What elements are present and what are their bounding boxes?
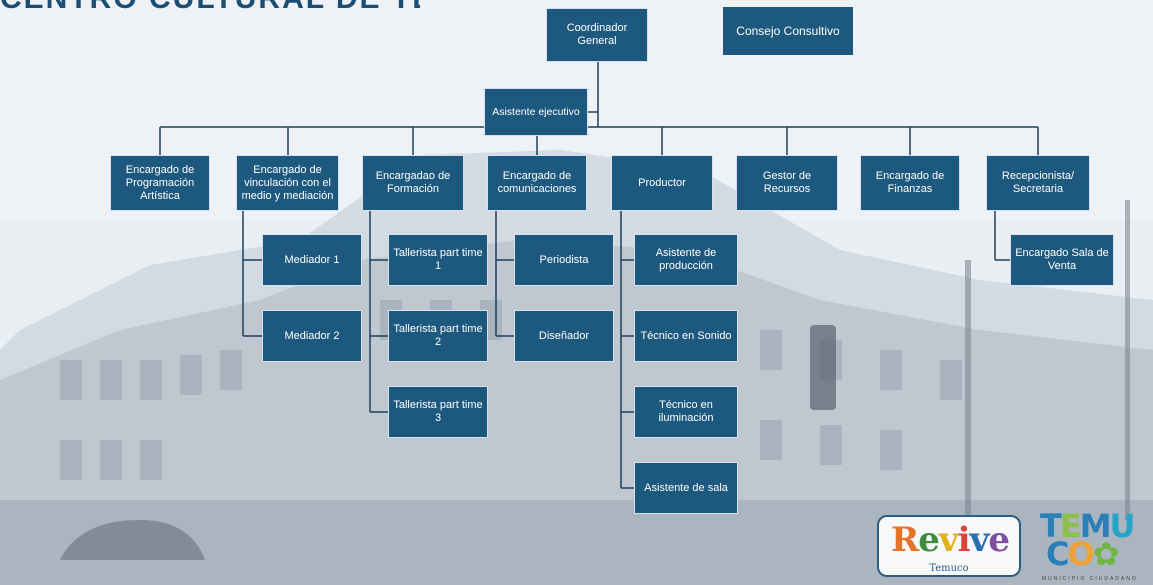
consejo-consultivo-box: Consejo Consultivo bbox=[723, 7, 853, 55]
head-gestor-recursos-box: Gestor de Recursos bbox=[736, 155, 838, 211]
temuco-logo-tagline: MUNICIPIO CIUDADANO bbox=[1042, 576, 1138, 582]
head-vinculacion-box: Encargado de vinculación con el medio y … bbox=[236, 155, 339, 211]
temuco-municipal-logo: TEMU CO✿ MUNICIPIO CIUDADANO bbox=[1034, 508, 1152, 585]
tallerista-3-box: Tallerista part time 3 bbox=[388, 386, 488, 438]
tecnico-iluminacion-box: Técnico en iluminación bbox=[634, 386, 738, 438]
asistente-produccion-box: Asistente de producción bbox=[634, 234, 738, 286]
head-productor-box: Productor bbox=[611, 155, 713, 211]
head-recepcion-box: Recepcionista/ Secretaria bbox=[986, 155, 1090, 211]
temuco-logo-line2: CO✿ bbox=[1046, 535, 1119, 573]
head-formacion-box: Encargadao de Formación bbox=[362, 155, 464, 211]
head-comunicaciones-box: Encargado de comunicaciones bbox=[487, 155, 587, 211]
head-programacion-box: Encargado de Programación Artística bbox=[110, 155, 210, 211]
revive-logo-sub: Temuco bbox=[929, 563, 969, 574]
encargado-sala-venta-box: Encargado Sala de Venta bbox=[1010, 234, 1114, 286]
asistente-sala-box: Asistente de sala bbox=[634, 462, 738, 514]
revive-logo-word: Revive bbox=[891, 520, 1010, 560]
temuco-logo-line1: TEMU bbox=[1040, 507, 1136, 545]
mediador-1-box: Mediador 1 bbox=[262, 234, 362, 286]
tecnico-sonido-box: Técnico en Sonido bbox=[634, 310, 738, 362]
mediador-2-box: Mediador 2 bbox=[262, 310, 362, 362]
periodista-box: Periodista bbox=[514, 234, 614, 286]
tallerista-2-box: Tallerista part time 2 bbox=[388, 310, 488, 362]
head-finanzas-box: Encargado de Finanzas bbox=[860, 155, 960, 211]
asistente-ejecutivo-box: Asistente ejecutivo bbox=[484, 88, 588, 136]
tallerista-1-box: Tallerista part time 1 bbox=[388, 234, 488, 286]
coordinador-general-box: Coordinador General bbox=[546, 8, 648, 62]
revive-temuco-logo: Revive Temuco bbox=[877, 515, 1021, 577]
disenador-box: Diseñador bbox=[514, 310, 614, 362]
